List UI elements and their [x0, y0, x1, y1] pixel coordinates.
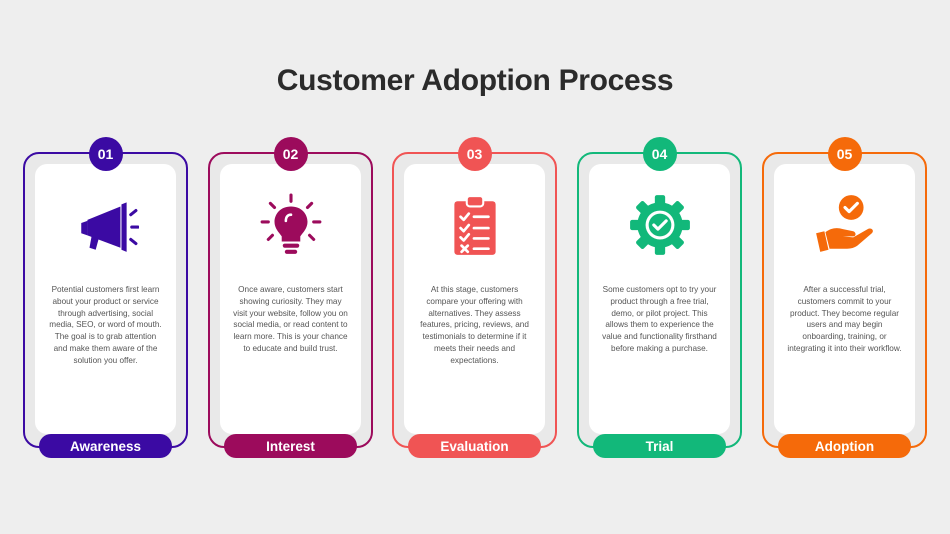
gear-check-icon	[627, 192, 693, 258]
step-card-evaluation: 03 At this stage, customers compare your…	[392, 137, 557, 458]
step-label: Awareness	[39, 434, 172, 458]
step-card-awareness: 01 Potential customers first learn about…	[23, 137, 188, 458]
step-description: Once aware, customers start showing curi…	[233, 285, 348, 353]
step-number-badge: 02	[273, 137, 308, 171]
step-label: Interest	[224, 434, 357, 458]
step-number-badge: 05	[827, 137, 862, 171]
card-panel	[35, 164, 176, 434]
lightbulb-icon	[258, 192, 324, 258]
step-card-trial: 04 Some customers opt to try your produc…	[577, 137, 742, 458]
clipboard-checklist-icon	[442, 192, 508, 258]
step-card-interest: 02 Once aware, customers start showing c…	[208, 137, 373, 458]
step-number-badge: 03	[457, 137, 492, 171]
megaphone-icon	[73, 192, 139, 258]
page-title: Customer Adoption Process	[276, 64, 674, 97]
step-number-badge: 04	[642, 137, 677, 171]
step-label: Adoption	[778, 434, 911, 458]
step-description: Potential customers first learn about yo…	[49, 285, 162, 365]
step-description: At this stage, customers compare your of…	[420, 285, 529, 365]
step-number-badge: 01	[88, 137, 123, 171]
step-card-adoption: 05 After a successful trial, customers c…	[762, 137, 927, 458]
step-description: After a successful trial, customers comm…	[787, 285, 902, 353]
step-label: Trial	[593, 434, 726, 458]
step-description: Some customers opt to try your product t…	[602, 285, 717, 353]
step-label: Evaluation	[408, 434, 541, 458]
hand-check-icon	[812, 192, 878, 258]
